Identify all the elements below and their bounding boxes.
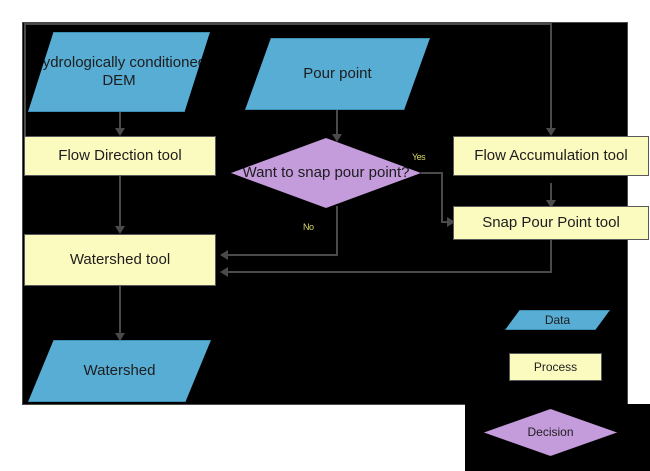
- connector-top-rail: [24, 23, 552, 25]
- connector-snap-to-watershed-horizontal: [228, 271, 552, 273]
- connector-no-vertical: [336, 206, 338, 256]
- connector-yes-into-snap: [441, 221, 449, 223]
- legend-label-data: Data: [544, 312, 571, 327]
- node-label: Flow Direction tool: [58, 146, 182, 164]
- connector-dem-to-flowdirection: [119, 112, 121, 132]
- connector-yes-horizontal: [421, 172, 443, 174]
- arrowhead-to-flowaccumulation: [546, 128, 556, 136]
- node-label: Snap Pour Point tool: [482, 213, 620, 231]
- arrowhead-watershedtool-to-output: [115, 333, 125, 341]
- node-label: Watershed tool: [69, 250, 171, 268]
- branch-label-yes: Yes: [412, 152, 426, 162]
- connector-left-spine-vertical: [24, 23, 26, 151]
- node-snap-pour-point-tool[interactable]: Snap Pour Point tool: [453, 206, 649, 240]
- node-watershed-tool[interactable]: Watershed tool: [24, 234, 216, 286]
- connector-pourpoint-to-decision: [336, 110, 338, 138]
- arrowhead-no-to-watershed: [220, 250, 228, 260]
- legend-label-process: Process: [533, 359, 578, 374]
- arrowhead-snap-to-watershed: [220, 267, 228, 277]
- arrowhead-dem-to-flowdirection: [115, 128, 125, 136]
- arrowhead-pourpoint-to-decision: [332, 134, 342, 142]
- node-hydrologically-conditioned-dem[interactable]: Hydrologically conditioned DEM: [28, 32, 210, 112]
- arrowhead-yes-to-snap: [447, 217, 455, 227]
- node-label: Watershed: [83, 361, 156, 379]
- node-watershed-output[interactable]: Watershed: [28, 340, 211, 402]
- legend-item-data: Data: [505, 310, 610, 330]
- connector-flowdirection-to-watershed: [119, 175, 121, 230]
- node-label: Hydrologically conditioned DEM: [31, 53, 207, 89]
- node-label: Pour point: [303, 64, 372, 82]
- legend-item-process: Process: [509, 353, 602, 381]
- arrowhead-flowaccum-to-snap: [546, 200, 556, 208]
- connector-snap-to-watershed-vertical: [550, 240, 552, 273]
- arrowhead-flowdirection-to-watershed: [115, 226, 125, 234]
- legend-label-decision: Decision: [527, 425, 574, 440]
- connector-watershedtool-to-output: [119, 285, 121, 337]
- node-flow-accumulation-tool[interactable]: Flow Accumulation tool: [453, 136, 649, 176]
- node-flow-direction-tool[interactable]: Flow Direction tool: [24, 136, 216, 176]
- connector-yes-vertical: [441, 172, 443, 222]
- node-label: Want to snap pour point?: [242, 163, 410, 181]
- branch-label-no: No: [303, 222, 314, 232]
- connector-flowaccum-to-snap: [550, 183, 552, 205]
- connector-no-horizontal: [228, 254, 338, 256]
- node-pour-point[interactable]: Pour point: [245, 38, 430, 110]
- connector-to-flowaccumulation-vertical: [550, 23, 552, 133]
- node-label: Flow Accumulation tool: [474, 146, 628, 164]
